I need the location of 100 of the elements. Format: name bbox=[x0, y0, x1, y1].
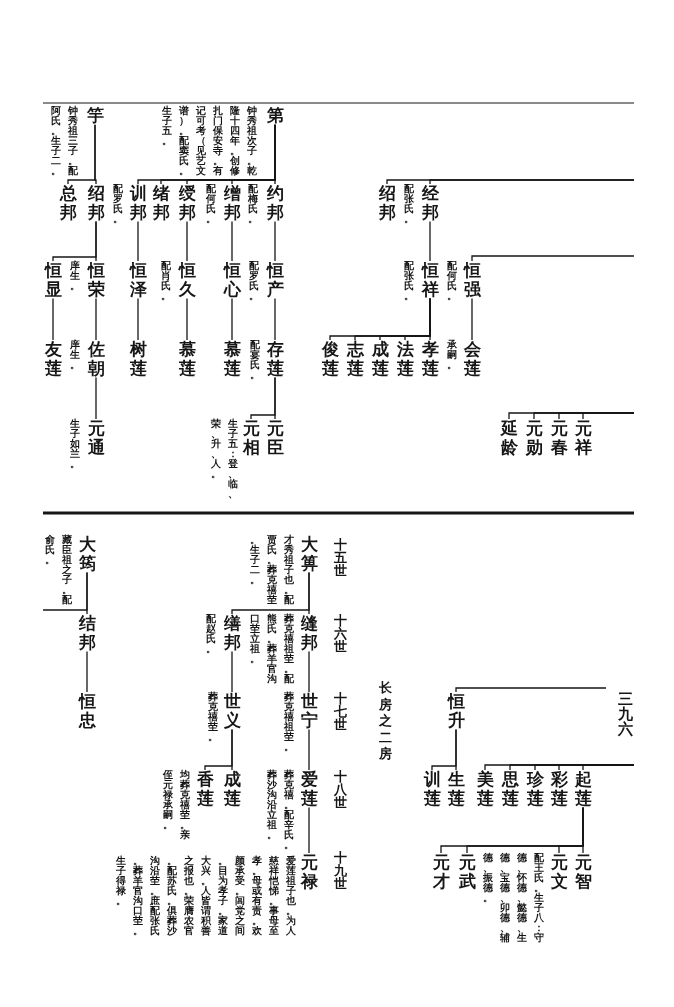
person-name: 绍邦 bbox=[87, 184, 105, 222]
annotation-note: 配梅氏。 bbox=[247, 184, 258, 225]
annotation-note: 承嗣。 bbox=[446, 340, 457, 371]
person-name: 元相 bbox=[242, 419, 260, 457]
person-name: 慕莲 bbox=[178, 340, 196, 378]
generation-label: 十七世 bbox=[333, 692, 347, 731]
lineage-line bbox=[231, 220, 233, 262]
person-name: 元臣 bbox=[266, 419, 284, 457]
person-name: 珍莲 bbox=[526, 770, 544, 808]
person-name: 元武 bbox=[458, 853, 476, 891]
person-name: 训邦 bbox=[129, 184, 147, 222]
person-name: 恒泽 bbox=[129, 261, 147, 299]
lineage-line bbox=[52, 297, 54, 341]
lineage-line bbox=[455, 687, 607, 693]
person-name: 爱莲 bbox=[300, 770, 318, 808]
person-name: 恒显 bbox=[44, 261, 62, 299]
person-name: 成莲 bbox=[223, 770, 241, 808]
lineage-line bbox=[42, 571, 88, 611]
lineage-line bbox=[329, 297, 431, 341]
person-name: 元春 bbox=[550, 419, 568, 457]
person-name: 俊莲 bbox=[321, 340, 339, 378]
person-name: 恒升 bbox=[447, 692, 465, 730]
person-name: 起莲 bbox=[574, 770, 592, 808]
person-name: 元勋 bbox=[525, 419, 543, 457]
annotation-note: 配罗氏。 bbox=[112, 184, 123, 225]
person-name: 竽 bbox=[86, 106, 104, 125]
section-label: 长房之二房 bbox=[378, 680, 392, 763]
lineage-line bbox=[308, 650, 310, 693]
lineage-line bbox=[86, 650, 88, 693]
person-name: 存莲 bbox=[266, 340, 284, 378]
person-name: 元才 bbox=[432, 853, 450, 891]
person-name: 孝莲 bbox=[421, 340, 439, 378]
lineage-line bbox=[52, 220, 97, 262]
lineage-line bbox=[204, 728, 233, 771]
person-name: 恒强 bbox=[463, 261, 481, 299]
person-name: 缝邦 bbox=[300, 614, 318, 652]
person-name: 元祥 bbox=[574, 419, 592, 457]
lineage-line bbox=[274, 297, 276, 341]
person-name: 世义 bbox=[223, 692, 241, 730]
person-name: 元禄 bbox=[300, 853, 318, 891]
lineage-line bbox=[274, 220, 276, 262]
lineage-line bbox=[137, 297, 139, 341]
lineage-line bbox=[231, 650, 233, 693]
person-name: 大筠 bbox=[78, 535, 96, 573]
person-name: 延龄 bbox=[500, 419, 518, 457]
lineage-line bbox=[186, 220, 188, 262]
person-name: 成莲 bbox=[371, 340, 389, 378]
page-number: 三九六 bbox=[617, 692, 633, 737]
lineage-line bbox=[186, 297, 188, 341]
lineage-line bbox=[231, 297, 233, 341]
person-name: 缯邦 bbox=[223, 184, 241, 222]
annotation-note: 藏臣祖之子。配俞氏。 bbox=[44, 535, 72, 606]
annotation-note: 配肖氏。 bbox=[160, 261, 171, 302]
person-name: 香莲 bbox=[196, 770, 214, 808]
generation-label: 十五世 bbox=[333, 538, 347, 577]
lineage-line bbox=[250, 376, 276, 420]
annotation-note: 配罗氏。 bbox=[248, 261, 259, 302]
person-name: 结邦 bbox=[78, 614, 96, 652]
annotation-note: 葬克禧祖茔。配熊氏。葬羊官沟口茔立祖。 bbox=[249, 614, 294, 685]
person-name: 约邦 bbox=[266, 184, 284, 222]
lineage-line bbox=[67, 124, 96, 185]
person-name: 生莲 bbox=[447, 770, 465, 808]
person-name: 第 bbox=[266, 106, 284, 125]
annotation-note: 爱莲祖子也。为人慈祥恺悌。事母至孝。母或有责。欢颜承受。闾党之间。目为孝子。家道大兴。人皆谓积善之报也。荣膺农官。配苏氏。俱葬沙沟沿茔。庶配张氏。葬羊官沟口茔。生子得禄。 bbox=[115, 856, 296, 937]
annotation-note: 生子五：登、临、荣、升、人。 bbox=[210, 419, 238, 500]
person-name: 经邦 bbox=[421, 184, 439, 222]
person-name: 佐朝 bbox=[87, 340, 105, 378]
generation-label: 十六世 bbox=[333, 614, 347, 653]
person-name: 友莲 bbox=[44, 340, 62, 378]
person-name: 恒祥 bbox=[421, 261, 439, 299]
annotation-note: 生子如兰。 bbox=[69, 419, 80, 470]
person-name: 树莲 bbox=[129, 340, 147, 378]
person-name: 绍邦 bbox=[378, 184, 396, 222]
lineage-line bbox=[484, 764, 635, 771]
lineage-line bbox=[386, 179, 635, 185]
lineage-line bbox=[429, 220, 431, 262]
annotation-note: 配王氏。生子八：守德、怀德、懿德、生德、宝德、卯德、辅德、振德。 bbox=[482, 853, 544, 944]
person-name: 元文 bbox=[550, 853, 568, 891]
generation-label: 十八世 bbox=[333, 770, 347, 809]
generation-label: 十九世 bbox=[333, 851, 347, 890]
person-name: 元通 bbox=[87, 419, 105, 457]
annotation-note: 庠生。 bbox=[69, 261, 80, 292]
person-name: 恒忠 bbox=[78, 692, 96, 730]
person-name: 大箅 bbox=[300, 535, 318, 573]
person-name: 恒产 bbox=[266, 261, 284, 299]
person-name: 慕莲 bbox=[223, 340, 241, 378]
person-name: 法莲 bbox=[396, 340, 414, 378]
annotation-note: 庠生。 bbox=[69, 340, 80, 371]
person-name: 彩莲 bbox=[550, 770, 568, 808]
person-name: 训莲 bbox=[423, 770, 441, 808]
lineage-line bbox=[308, 806, 310, 854]
annotation-note: 葬克禧茔。 bbox=[207, 692, 218, 743]
lineage-line bbox=[137, 124, 276, 185]
annotation-note: 均葬克禧茔。亲侄元禄承嗣。 bbox=[162, 770, 190, 841]
annotation-note: 配张氏。 bbox=[403, 261, 414, 302]
person-name: 志莲 bbox=[346, 340, 364, 378]
person-name: 美莲 bbox=[476, 770, 494, 808]
person-name: 绶邦 bbox=[178, 184, 196, 222]
annotation-note: 钟秀祖次子。乾隆十四年。创修扎门保安寺。有记可考（见艺文谱）。配窦氏。生子五。 bbox=[161, 106, 257, 177]
annotation-note: 配何氏。 bbox=[205, 184, 216, 225]
